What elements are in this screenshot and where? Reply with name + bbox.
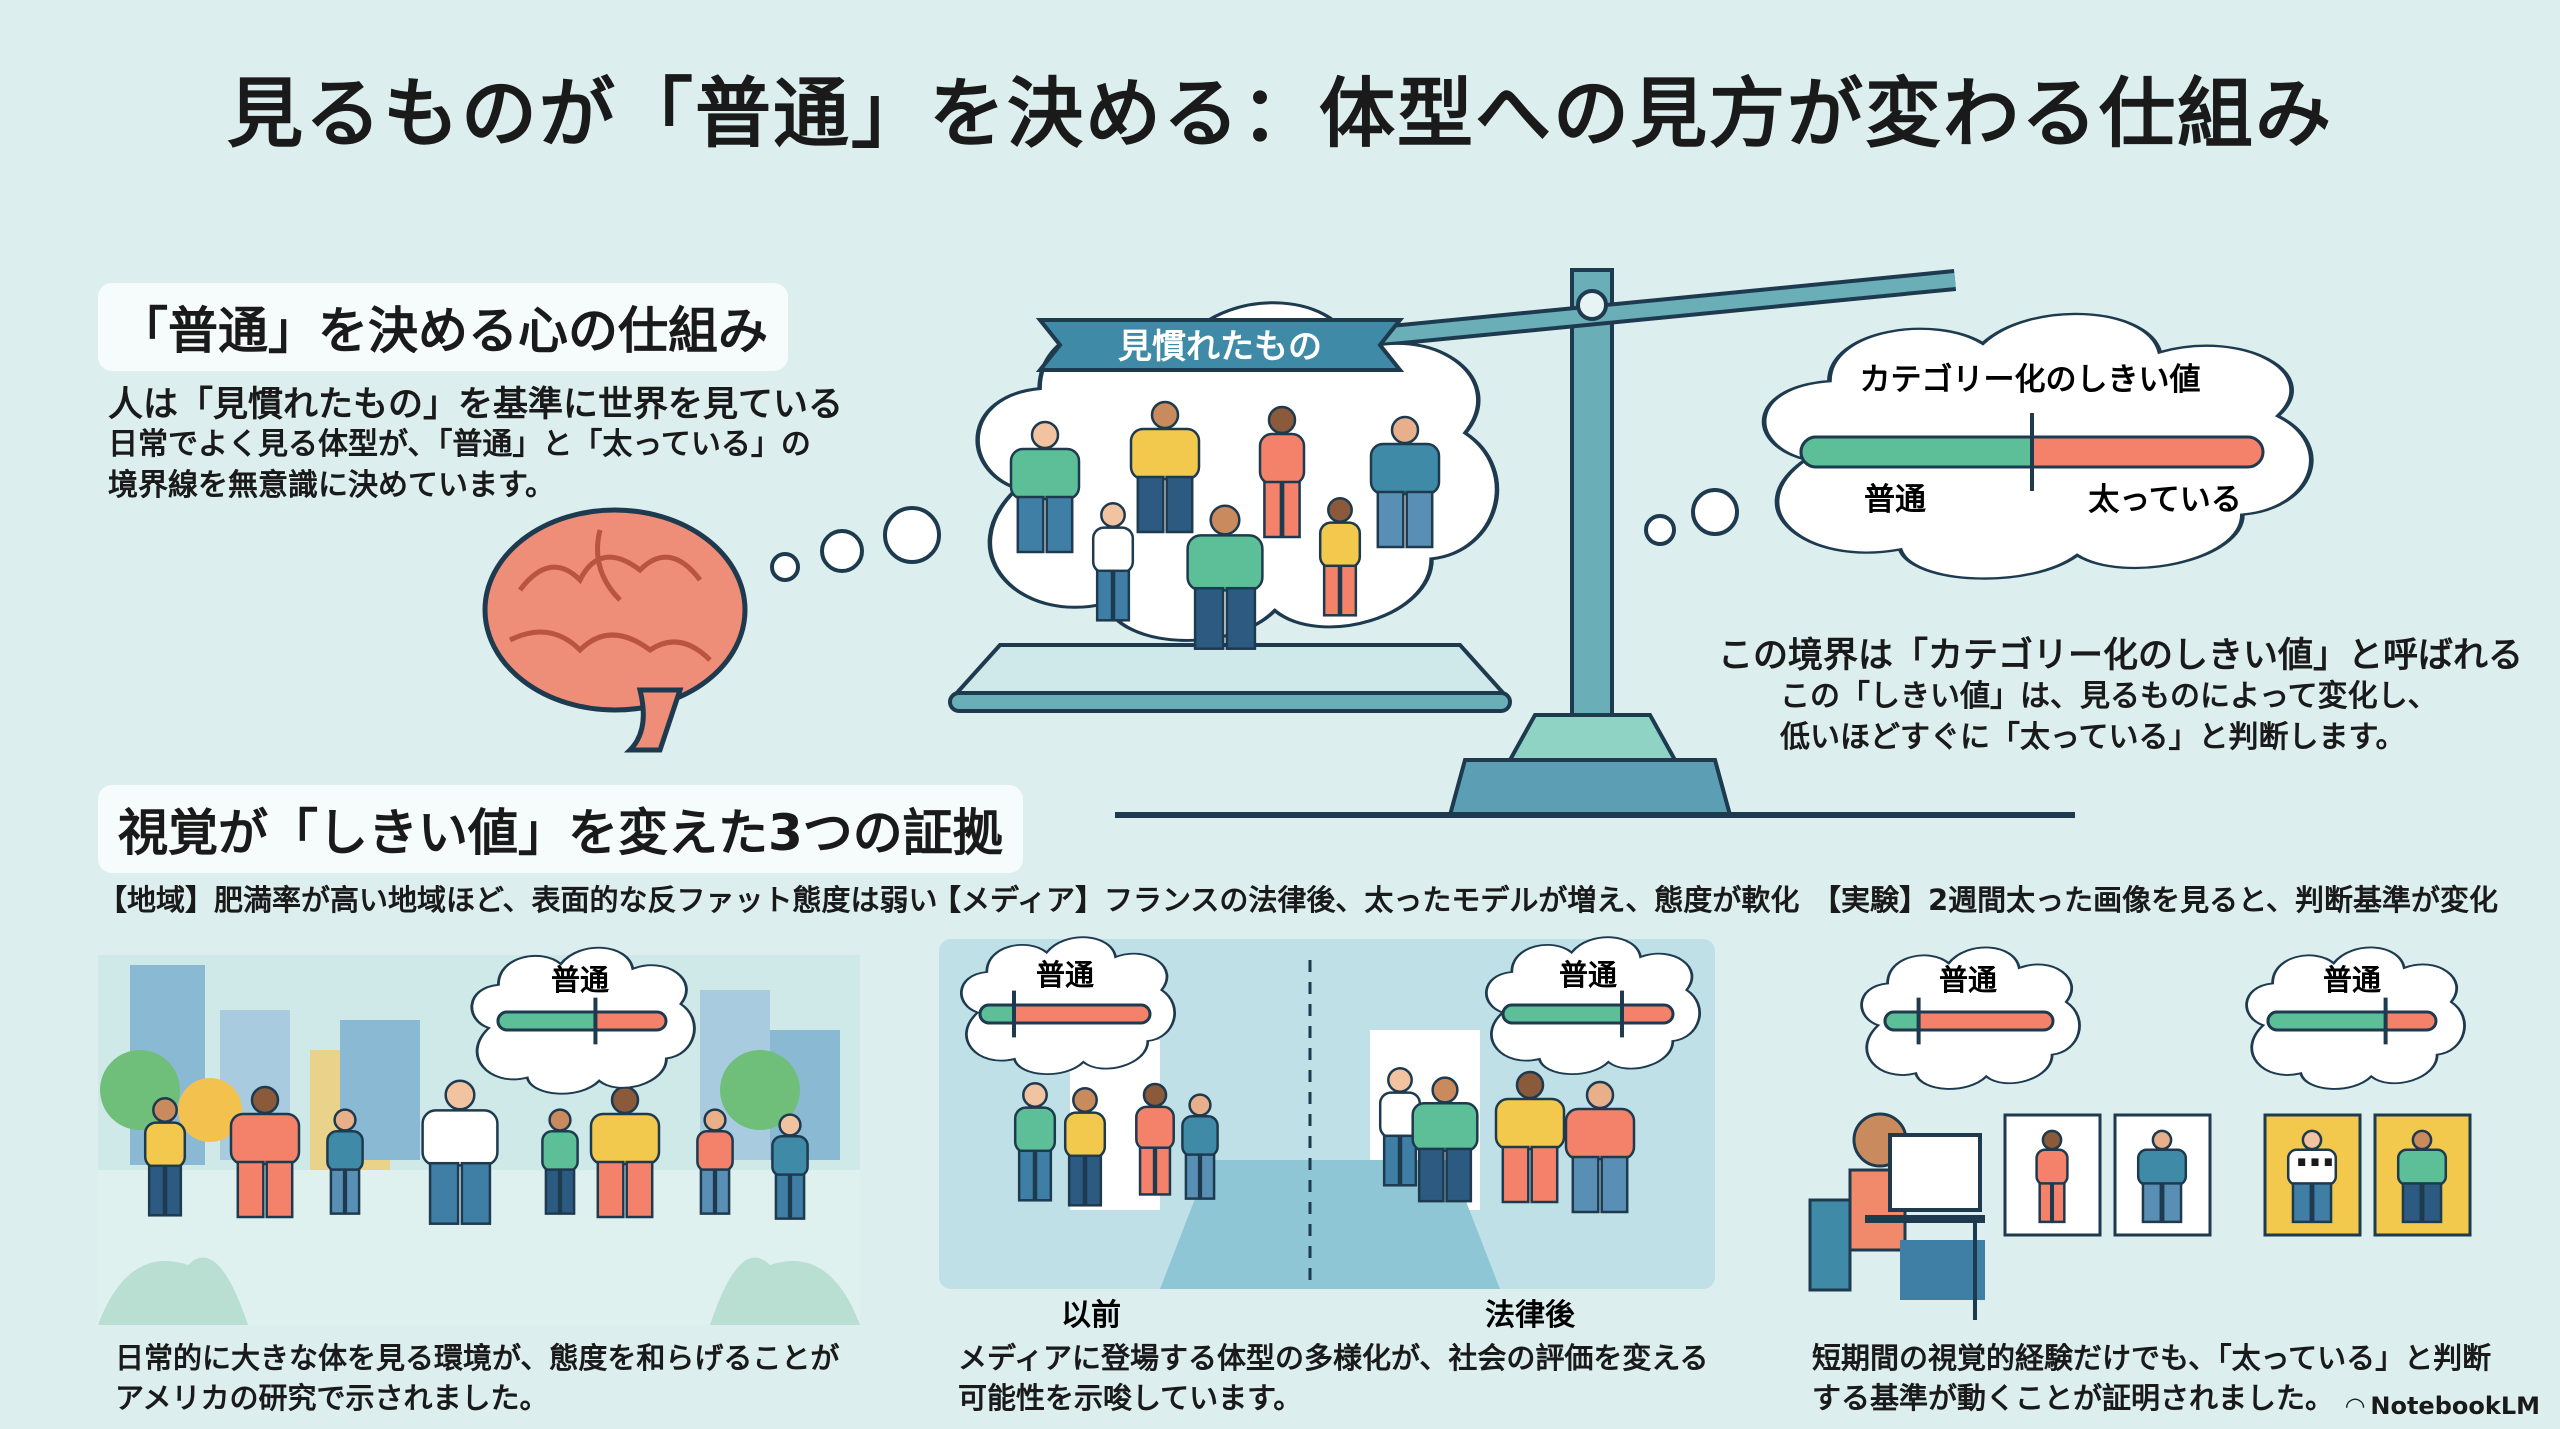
- caption-line: する基準が動くことが証明されました。: [1812, 1381, 2335, 1415]
- section2-heading: 視覚が「しきい値」を変えた3つの証拠: [98, 785, 1023, 873]
- panel3-before-cloud-label: 普通: [1939, 963, 1997, 997]
- panel1-cloud-label: 普通: [551, 963, 609, 997]
- section1-body-line: 境界線を無意識に決めています。: [108, 468, 555, 503]
- caption-line: メディアに登場する体型の多様化が、社会の評価を変える: [958, 1341, 1709, 1375]
- panel-experiment-illustration: [1808, 1112, 2472, 1320]
- person-figure: [143, 1097, 187, 1217]
- threshold-lead: この境界は「カテゴリー化のしきい値」と呼ばれる: [1718, 636, 2524, 676]
- panel-caption-media: メディアに登場する体型の多様化が、社会の評価を変える 可能性を示唆しています。: [958, 1338, 1709, 1418]
- threshold-body: この「しきい値」は、見るものによって変化し、 低いほどすぐに「太っている」と判断…: [1780, 676, 2438, 758]
- person-figure: [421, 1079, 499, 1225]
- familiar-banner-label: 見慣れたもの: [1118, 327, 1322, 367]
- caption-line: 短期間の視覚的経験だけでも、「太っている」と判断: [1812, 1341, 2492, 1375]
- person-figure: [1129, 400, 1201, 534]
- fat-label: 太っている: [2088, 482, 2241, 518]
- brand-label: NotebookLM: [2370, 1392, 2540, 1420]
- normal-segment: [1799, 435, 2034, 469]
- normal-segment: [496, 1010, 597, 1032]
- threshold-bar: [1883, 997, 2055, 1045]
- person-figure: [1378, 1067, 1422, 1187]
- threshold-bar: [1501, 990, 1675, 1038]
- panel3-after-cloud-label: 普通: [2323, 963, 2381, 997]
- person-figure: [1063, 1087, 1107, 1207]
- person-figure: [1564, 1080, 1636, 1214]
- after-label: 法律後: [1485, 1298, 1576, 1333]
- balance-scale: [948, 268, 2075, 818]
- threshold-bar: [2266, 997, 2438, 1045]
- person-figure: [1135, 1082, 1175, 1196]
- caption-line: アメリカの研究で示されました。: [115, 1381, 549, 1415]
- normal-segment: [1501, 1003, 1624, 1025]
- before-label: 以前: [1061, 1298, 1121, 1333]
- panel-heading-media: 【メディア】フランスの法律後、太ったモデルが増え、態度が軟化: [932, 883, 1800, 917]
- notebooklm-logo-icon: ◠: [2345, 1392, 2365, 1420]
- normal-segment: [1883, 1010, 1921, 1032]
- person-figure: [1318, 497, 1362, 617]
- threshold-cloud-title: カテゴリー化のしきい値: [1860, 362, 2201, 398]
- person-figure: [1181, 1093, 1219, 1200]
- section1-lead: 人は「見慣れたもの」を基準に世界を見ている: [108, 385, 844, 425]
- person-figure: [1411, 1076, 1479, 1203]
- thought-bubbles: [770, 488, 1739, 582]
- ellipsis: …: [2295, 1130, 2335, 1176]
- person-figure: [1494, 1070, 1566, 1204]
- person-figure: [1258, 405, 1306, 539]
- person-figure: [1091, 502, 1135, 622]
- threshold-body-line: 低いほどすぐに「太っている」と判断します。: [1780, 720, 2406, 755]
- person-figure: [771, 1113, 809, 1220]
- panel-caption-region: 日常的に大きな体を見る環境が、態度を和らげることが アメリカの研究で示されました…: [115, 1338, 839, 1418]
- normal-label: 普通: [1864, 482, 1926, 518]
- person-figure: [2286, 1129, 2338, 1224]
- person-figure: [2035, 1129, 2069, 1224]
- familiar-banner: 見慣れたもの: [1035, 318, 1405, 372]
- threshold-bar: [978, 990, 1152, 1038]
- people-crowd: [1009, 400, 1441, 650]
- person-figure: [1186, 504, 1264, 650]
- person-figure: [2396, 1129, 2448, 1224]
- caption-line: 日常的に大きな体を見る環境が、態度を和らげることが: [115, 1341, 840, 1375]
- brand-watermark: ◠ NotebookLM: [2346, 1392, 2540, 1420]
- caption-line: 可能性を示唆しています。: [958, 1381, 1303, 1415]
- person-figure: [2136, 1129, 2188, 1224]
- panel-heading-experiment: 【実験】2週間太った画像を見ると、判断基準が変化: [1812, 883, 2499, 917]
- normal-segment: [978, 1003, 1016, 1025]
- section1-heading: 「普通」を決める心の仕組み: [98, 283, 788, 371]
- brain-icon: [482, 507, 748, 753]
- section1-body: 日常でよく見る体型が、「普通」と「太っている」の 境界線を無意識に決めています。: [108, 424, 811, 506]
- person-figure: [326, 1108, 364, 1215]
- person-figure: [1013, 1082, 1057, 1202]
- section1-body-line: 日常でよく見る体型が、「普通」と「太っている」の: [108, 427, 811, 462]
- panel-caption-experiment: 短期間の視覚的経験だけでも、「太っている」と判断 する基準が動くことが証明されま…: [1812, 1338, 2491, 1418]
- person-figure: [541, 1108, 579, 1215]
- person-figure: [1369, 415, 1441, 549]
- page-title: 見るものが「普通」を決める：体型への見方が変わる仕組み: [227, 69, 2333, 158]
- normal-segment: [2266, 1010, 2388, 1032]
- panel-heading-region: 【地域】肥満率が高い地域ほど、表面的な反ファット態度は弱い: [98, 883, 938, 917]
- threshold-body-line: この「しきい値」は、見るものによって変化し、: [1780, 679, 2438, 714]
- threshold-bar: [496, 997, 668, 1045]
- person-figure: [229, 1085, 301, 1219]
- panel2-after-cloud-label: 普通: [1559, 958, 1617, 992]
- panel2-before-cloud-label: 普通: [1036, 958, 1094, 992]
- person-figure: [589, 1085, 661, 1219]
- person-figure: [696, 1108, 734, 1215]
- person-figure: [1009, 420, 1081, 554]
- threshold-bar: [1799, 413, 2265, 491]
